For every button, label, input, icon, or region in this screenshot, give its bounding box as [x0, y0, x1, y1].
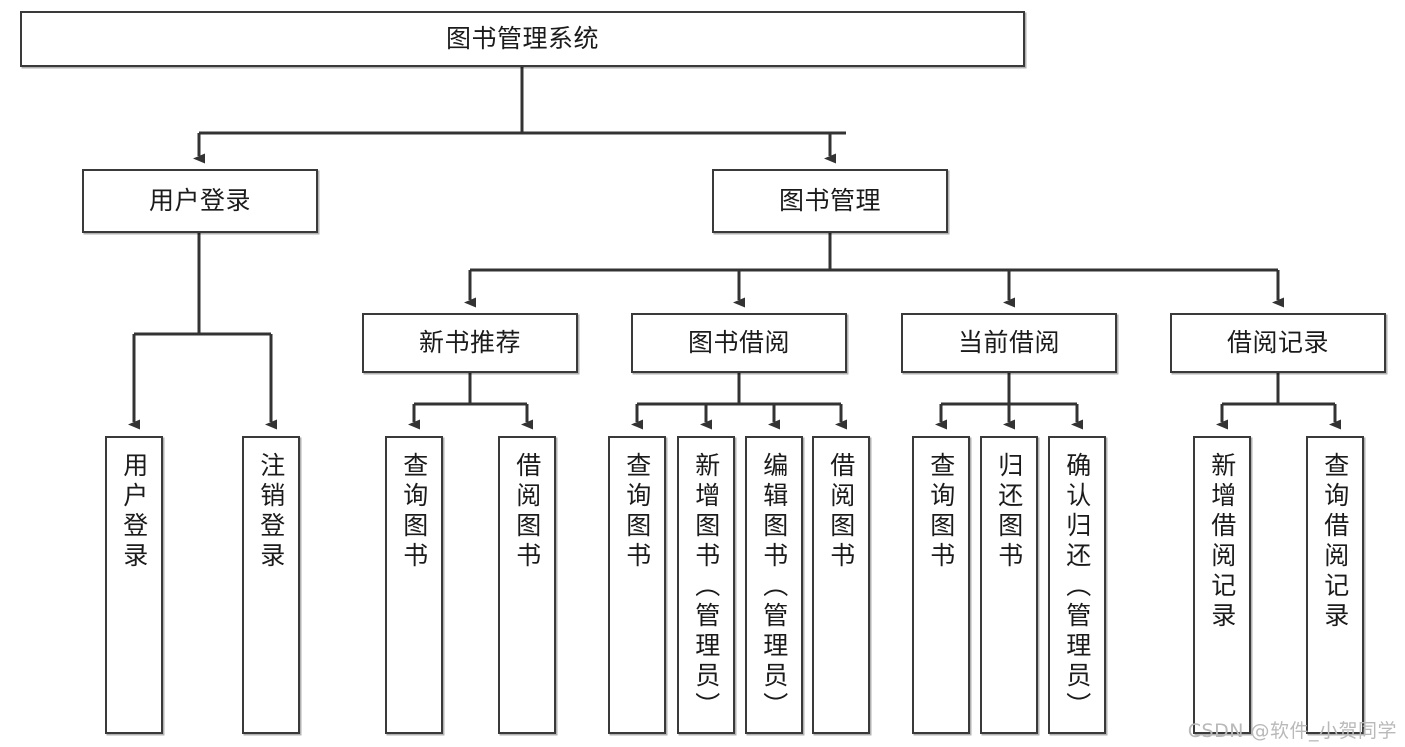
leaf-borrow-book-newbook-label: 借阅图书 — [512, 452, 542, 572]
leaf-borrow-book-newbook[interactable]: 借阅图书 — [498, 436, 556, 734]
leaf-confirm-return-admin-label: 确认归还（管理员） — [1062, 452, 1092, 722]
leaf-user-login-label: 用户登录 — [119, 452, 149, 572]
node-book-borrow[interactable]: 图书借阅 — [631, 313, 847, 373]
leaf-logout[interactable]: 注销登录 — [242, 436, 300, 734]
leaf-query-book-current-label: 查询图书 — [926, 452, 956, 572]
node-book-management[interactable]: 图书管理 — [712, 169, 948, 233]
node-root-label: 图书管理系统 — [445, 24, 599, 54]
leaf-borrow-book-label: 借阅图书 — [826, 452, 856, 572]
leaf-query-book-borrow-label: 查询图书 — [622, 452, 652, 572]
leaf-edit-book-admin-label: 编辑图书（管理员） — [759, 452, 789, 722]
leaf-borrow-book[interactable]: 借阅图书 — [812, 436, 870, 734]
leaf-query-book-current[interactable]: 查询图书 — [912, 436, 970, 734]
leaf-user-login[interactable]: 用户登录 — [105, 436, 163, 734]
node-root[interactable]: 图书管理系统 — [20, 11, 1025, 67]
node-user-login[interactable]: 用户登录 — [82, 169, 318, 233]
leaf-edit-book-admin[interactable]: 编辑图书（管理员） — [745, 436, 803, 734]
node-current-borrow-label: 当前借阅 — [957, 328, 1060, 358]
node-new-book-recommend-label: 新书推荐 — [418, 328, 521, 358]
node-book-management-label: 图书管理 — [778, 186, 881, 216]
leaf-query-book-borrow[interactable]: 查询图书 — [608, 436, 666, 734]
leaf-add-book-admin[interactable]: 新增图书（管理员） — [677, 436, 735, 734]
node-current-borrow[interactable]: 当前借阅 — [901, 313, 1117, 373]
leaf-query-borrow-record-label: 查询借阅记录 — [1320, 452, 1350, 632]
leaf-return-book-label: 归还图书 — [994, 452, 1024, 572]
leaf-query-book-newbook[interactable]: 查询图书 — [385, 436, 443, 734]
leaf-return-book[interactable]: 归还图书 — [980, 436, 1038, 734]
node-borrow-record-label: 借阅记录 — [1226, 328, 1329, 358]
leaf-query-book-newbook-label: 查询图书 — [399, 452, 429, 572]
leaf-confirm-return-admin[interactable]: 确认归还（管理员） — [1048, 436, 1106, 734]
leaf-logout-label: 注销登录 — [256, 452, 286, 572]
node-user-login-label: 用户登录 — [148, 186, 251, 216]
leaf-add-borrow-record[interactable]: 新增借阅记录 — [1193, 436, 1251, 734]
leaf-add-borrow-record-label: 新增借阅记录 — [1207, 452, 1237, 632]
leaf-query-borrow-record[interactable]: 查询借阅记录 — [1306, 436, 1364, 734]
node-book-borrow-label: 图书借阅 — [687, 328, 790, 358]
node-new-book-recommend[interactable]: 新书推荐 — [362, 313, 578, 373]
node-borrow-record[interactable]: 借阅记录 — [1170, 313, 1386, 373]
leaf-add-book-admin-label: 新增图书（管理员） — [691, 452, 721, 722]
